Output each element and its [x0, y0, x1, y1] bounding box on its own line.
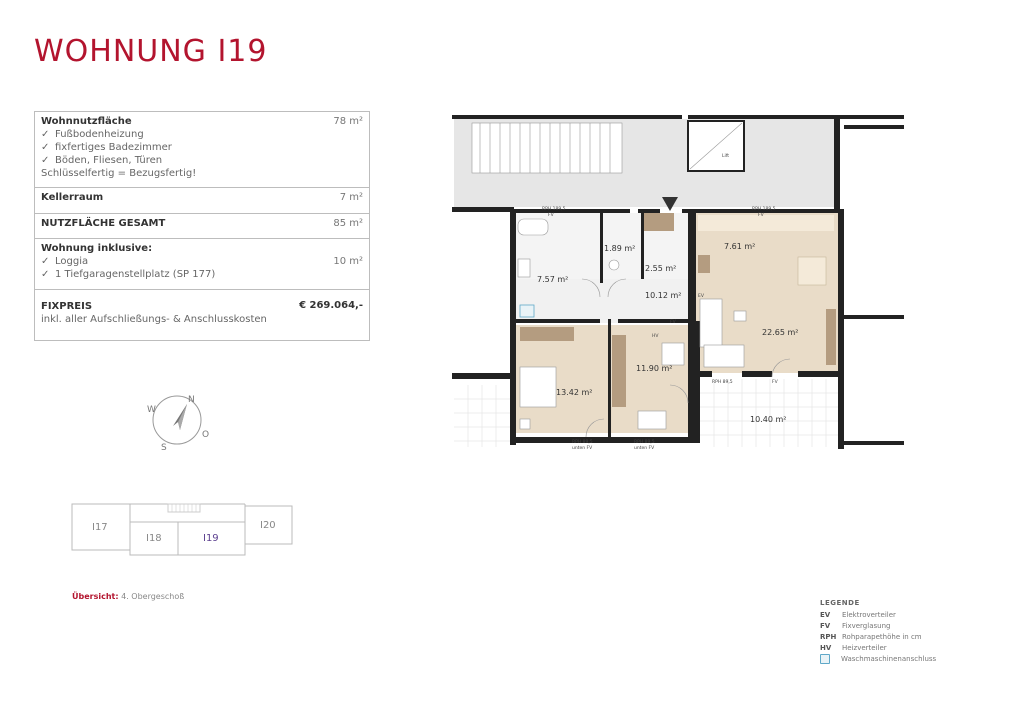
note-fv1: FV	[548, 212, 555, 218]
spec-label: FIXPREIS	[41, 301, 93, 312]
overview-unit-i19	[177, 521, 246, 556]
check-icon: ✓	[41, 155, 50, 166]
dining-table	[797, 256, 827, 286]
bed	[519, 366, 557, 408]
overview-label-i17: I17	[92, 522, 108, 533]
cabinet	[644, 213, 674, 231]
spec-row-fixpreis: FIXPREIS € 269.064,- inkl. aller Aufschl…	[35, 289, 369, 340]
area-kueche: 7.61 m²	[724, 242, 755, 251]
check-icon: ✓	[41, 142, 50, 153]
spec-label: Wohnnutzfläche	[41, 116, 132, 127]
elevator-label: Lift	[722, 153, 729, 159]
note-hv: HV	[652, 333, 659, 339]
spec-row-kellerraum: Kellerraum 7 m²	[35, 187, 369, 213]
area-wc: 1.89 m²	[604, 244, 635, 253]
area-wohnen: 22.65 m²	[762, 328, 798, 337]
feature-item: ✓Böden, Fliesen, Türen	[41, 155, 163, 166]
note-unten-fv2: unten FV	[634, 445, 655, 451]
compass-s: S	[161, 443, 167, 453]
check-icon: ✓	[41, 256, 50, 267]
note-rph1: RPH 189,5	[542, 206, 566, 212]
spec-label: Wohnung inklusive:	[41, 243, 153, 254]
compass-o: O	[202, 430, 209, 440]
overview-label-i19: I19	[203, 533, 219, 544]
note-fv2: FV	[758, 212, 765, 218]
coffee-table	[733, 310, 747, 322]
compass-w: W	[147, 405, 156, 415]
compass-needle	[173, 404, 187, 430]
spec-table: Wohnnutzfläche 78 m² ✓Fußbodenheizung ✓f…	[34, 111, 370, 341]
compass-n: N	[188, 395, 195, 405]
wardrobe-1	[520, 327, 574, 341]
area-abstell: 2.55 m²	[645, 264, 676, 273]
note-rph5: RPH 89,5	[634, 439, 655, 445]
staircase	[471, 122, 623, 174]
compass-icon: N S W O	[147, 395, 209, 453]
feature-item: ✓1 Tiefgaragenstellplatz (SP 177)	[41, 269, 216, 280]
note-rph2: RPH 189,5	[752, 206, 776, 212]
note-fv3: FV	[670, 319, 677, 325]
overview-label-i18: I18	[146, 533, 162, 544]
area-bad: 7.57 m²	[537, 275, 568, 284]
spec-row-wohnnutzflaeche: Wohnnutzfläche 78 m² ✓Fußbodenheizung ✓f…	[35, 112, 369, 187]
area-zimmer1: 13.42 m²	[556, 388, 592, 397]
washing-machine-icon	[519, 304, 535, 318]
note-ev: EV	[698, 293, 705, 299]
room-loggia	[700, 379, 838, 447]
spec-row-inklusive: Wohnung inklusive: 10 m² ✓Loggia ✓1 Tief…	[35, 238, 369, 289]
spec-note: Schlüsselfertig = Bezugsfertig!	[41, 168, 197, 179]
bed-2	[661, 342, 685, 366]
nightstand	[519, 418, 531, 430]
legend-title: LEGENDE	[820, 599, 860, 607]
area-loggia: 10.40 m²	[750, 415, 786, 424]
spec-note: inkl. aller Aufschließungs- & Anschlussk…	[41, 314, 267, 325]
feature-item: ✓fixfertiges Badezimmer	[41, 142, 172, 153]
price-value: € 269.064,-	[299, 300, 363, 311]
spec-value: 10 m²	[333, 256, 363, 267]
legend-row: Waschmaschinenanschluss	[820, 654, 936, 665]
feature-item: ✓Loggia	[41, 256, 89, 267]
kitchen-counter	[698, 215, 834, 231]
note-rph4: RPH 89,5	[572, 439, 593, 445]
bathtub	[517, 218, 549, 236]
overview-caption: Übersicht: 4. Obergeschoß	[72, 592, 185, 601]
note-rph3: RPH 89,5	[712, 379, 733, 385]
overview-unit-i20	[244, 505, 293, 545]
wardrobe-2	[612, 335, 626, 407]
area-zimmer2: 11.90 m²	[636, 364, 672, 373]
feature-item: ✓Fußbodenheizung	[41, 129, 144, 140]
page-title: WOHNUNG I19	[34, 34, 268, 69]
couch-chaise	[703, 344, 745, 368]
washing-machine-icon	[820, 654, 830, 664]
toilet	[608, 259, 620, 271]
room-vorraum	[516, 279, 696, 323]
note-unten-fv1: unten FV	[572, 445, 593, 451]
note-fv4: FV	[772, 379, 779, 385]
sofa	[699, 298, 723, 348]
spec-value: 85 m²	[333, 218, 363, 229]
floor-plan: Lift	[452, 115, 904, 451]
washbasin	[517, 258, 531, 278]
spec-value: 7 m²	[339, 192, 363, 203]
spec-label: Kellerraum	[41, 192, 104, 203]
check-icon: ✓	[41, 269, 50, 280]
check-icon: ✓	[41, 129, 50, 140]
spec-label: NUTZFLÄCHE GESAMT	[41, 218, 166, 229]
kitchen-block	[698, 255, 710, 273]
entrance-arrow-icon	[662, 197, 678, 211]
room-wc	[602, 213, 642, 279]
desk	[637, 410, 667, 430]
building-overview: I17 I18 I19 I20	[71, 503, 293, 556]
spec-value: 78 m²	[333, 116, 363, 127]
tv-board	[826, 309, 836, 365]
area-vorraum: 10.12 m²	[645, 291, 681, 300]
overview-label-i20: I20	[260, 520, 276, 531]
spec-row-nutzflaeche-gesamt: NUTZFLÄCHE GESAMT 85 m²	[35, 213, 369, 238]
